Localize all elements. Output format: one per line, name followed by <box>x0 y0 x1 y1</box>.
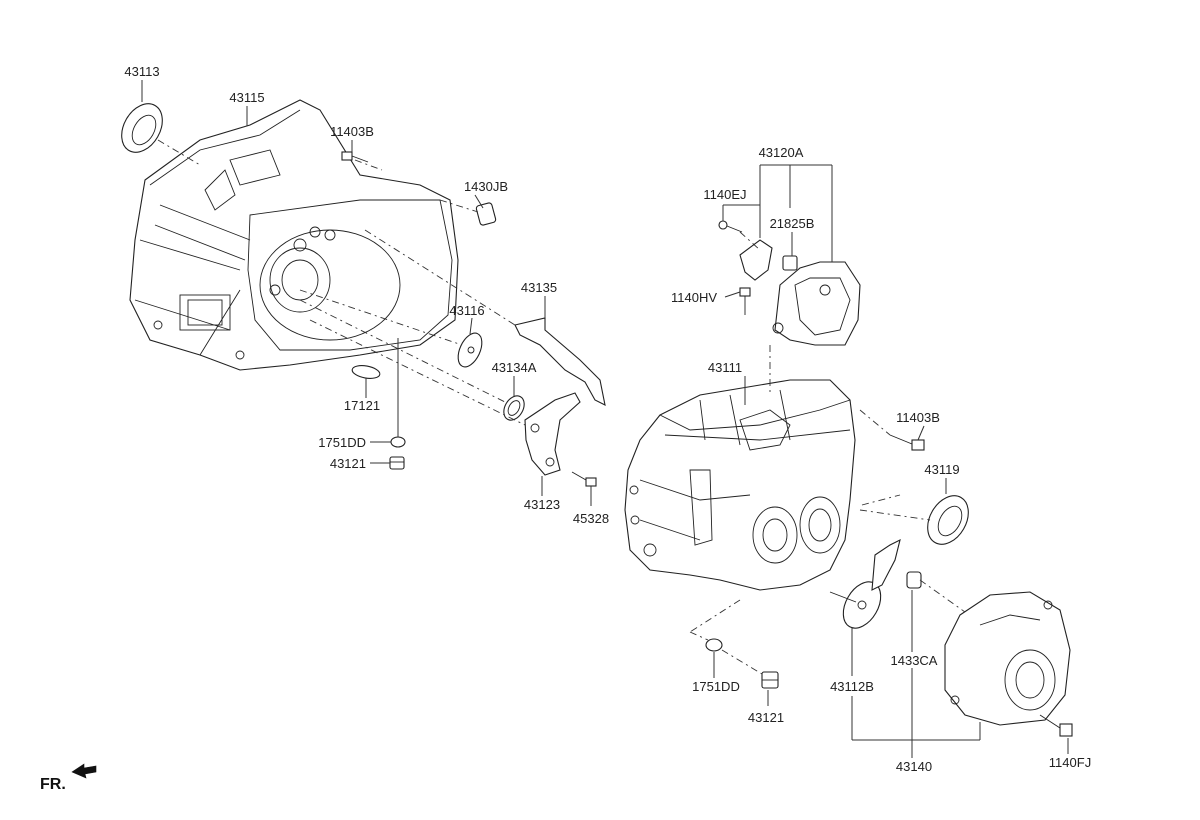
bracket-small-43120a <box>739 239 773 281</box>
seal-43134a <box>503 395 525 421</box>
pin-1433ca <box>906 571 922 589</box>
plug-43121-bottom <box>761 671 779 689</box>
bracket-43135 <box>514 317 606 406</box>
bolt-1140ej <box>718 220 743 233</box>
label-1751dd-bottom: 1751DD <box>692 679 740 694</box>
seal-43113 <box>121 103 163 153</box>
washer-1751dd-bottom <box>705 638 723 652</box>
bolt-45328 <box>571 471 597 487</box>
label-1140fj: 1140FJ <box>1049 755 1091 770</box>
label-43120a: 43120A <box>759 145 804 160</box>
label-43111: 43111 <box>708 360 742 375</box>
bracket-43123 <box>524 392 581 476</box>
front-indicator: FR. <box>40 763 97 793</box>
alignment-lines <box>157 139 966 675</box>
label-1751dd-left: 1751DD <box>318 435 366 450</box>
bolt-11403b-top <box>341 151 369 163</box>
label-43119: 43119 <box>924 462 959 477</box>
label-11403b-top: 11403B <box>330 124 374 139</box>
block-21825b <box>782 255 798 271</box>
front-arrow-icon <box>71 763 97 779</box>
label-1433ca: 1433CA <box>891 653 938 668</box>
leader-lines <box>141 80 1069 758</box>
cover-43116 <box>457 332 483 368</box>
bolt-1140fj <box>1039 714 1073 737</box>
transmission-case <box>624 379 856 591</box>
label-43134a: 43134A <box>492 360 537 375</box>
label-11403b-right: 11403B <box>896 410 940 425</box>
label-43116: 43116 <box>449 303 484 318</box>
bracket-43120a <box>772 261 861 346</box>
label-43113: 43113 <box>124 64 159 79</box>
clutch-housing <box>129 99 459 371</box>
label-43112b: 43112B <box>830 679 874 694</box>
label-45328: 45328 <box>573 511 609 526</box>
label-43140: 43140 <box>896 759 932 774</box>
front-label: FR. <box>40 776 66 793</box>
label-43135: 43135 <box>521 280 557 295</box>
cover-43112b <box>829 581 882 629</box>
label-21825b: 21825B <box>770 216 815 231</box>
washer-1751dd-left <box>390 436 406 448</box>
washer-17121 <box>351 365 381 379</box>
label-1140hv: 1140HV <box>671 290 717 305</box>
plug-43121-left <box>389 456 405 470</box>
label-43115: 43115 <box>229 90 264 105</box>
pin-1430jb <box>475 202 497 226</box>
label-1140ej: 1140EJ <box>703 187 746 202</box>
label-43123: 43123 <box>524 497 560 512</box>
part-labels: 43113 43115 11403B 1430JB 43116 43135 43… <box>124 64 1091 774</box>
label-43121-left: 43121 <box>330 456 366 471</box>
label-17121: 17121 <box>344 398 380 413</box>
label-1430jb: 1430JB <box>464 179 508 194</box>
label-43121-bottom: 43121 <box>748 710 784 725</box>
bracket-43140-small <box>871 538 901 591</box>
seal-43119 <box>927 495 969 545</box>
case-cover-43140 <box>944 591 1071 726</box>
bolt-1140hv <box>739 287 751 315</box>
